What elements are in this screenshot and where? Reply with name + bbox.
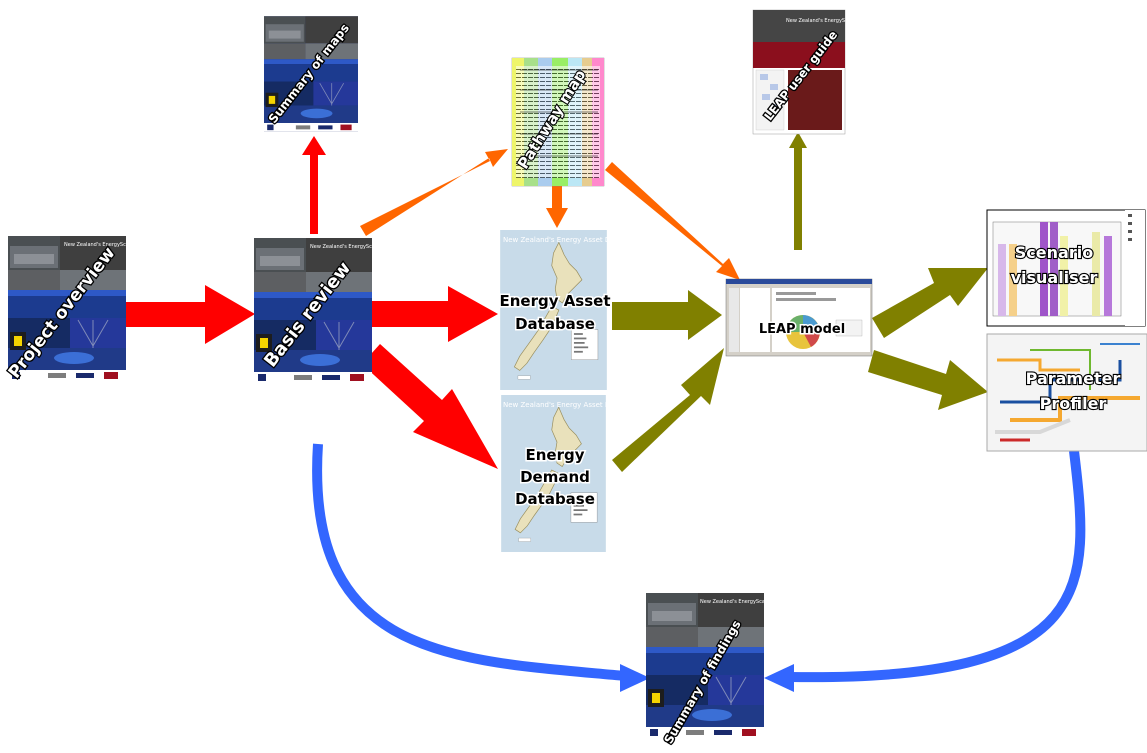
arrow-pathway-to-leap bbox=[605, 162, 740, 280]
scenario-visualiser-line1: Scenario bbox=[1015, 243, 1093, 262]
arrow-demand-db-to-leap bbox=[612, 348, 724, 472]
arrow-overview-to-review bbox=[125, 285, 255, 344]
cover-title: New Zealand's EnergyScape bbox=[64, 242, 135, 248]
energy-demand-database-line2: Demand bbox=[520, 468, 590, 486]
arrows-layer bbox=[125, 132, 1086, 692]
parameter-profiler-line1: Parameter bbox=[1026, 369, 1121, 388]
arrow-leap-to-scenario-visualiser bbox=[872, 268, 988, 338]
leap-model-label: LEAP model bbox=[759, 322, 845, 337]
node-project-overview: New Zealand's EnergyScape Project overvi… bbox=[3, 235, 135, 384]
node-basis-review: New Zealand's EnergyScape Basis review bbox=[254, 237, 381, 384]
arrow-review-to-demand-db bbox=[362, 344, 498, 469]
node-summary-of-maps: Summary of maps bbox=[264, 15, 358, 133]
energy-demand-database-line1: Energy bbox=[525, 446, 584, 464]
node-leap-model: LEAP model bbox=[725, 278, 873, 357]
arrow-leap-to-user-guide bbox=[789, 132, 807, 250]
node-summary-of-findings: New Zealand's EnergyScape Summary of fin… bbox=[646, 592, 771, 748]
cover-title: New Zealand's EnergyScape bbox=[310, 244, 381, 250]
arrow-pathway-to-asset-db bbox=[546, 185, 568, 228]
arrow-leap-to-parameter-profiler bbox=[868, 350, 988, 410]
arrow-review-to-pathway-map bbox=[360, 149, 508, 236]
node-parameter-profiler: Parameter Profiler bbox=[986, 333, 1147, 452]
energy-asset-database-line1: Energy Asset bbox=[499, 292, 610, 310]
node-leap-user-guide: New Zealand's EnergyScape LEAP user guid… bbox=[752, 9, 857, 135]
node-scenario-visualiser: Scenario visualiser bbox=[986, 209, 1146, 327]
arrow-profiler-to-summary-of-findings bbox=[789, 450, 1086, 683]
arrow-review-to-summary-of-findings bbox=[312, 443, 626, 681]
map-title: New Zealand's Energy Asset Database bbox=[503, 401, 638, 409]
arrow-review-to-summary-of-findings-head bbox=[620, 664, 650, 692]
cover-title: New Zealand's EnergyScape bbox=[786, 18, 857, 24]
arrow-asset-db-to-leap bbox=[612, 290, 722, 340]
cover-title: New Zealand's EnergyScape bbox=[700, 599, 771, 605]
energy-asset-database-line2: Database bbox=[515, 315, 595, 333]
node-energy-demand-database: New Zealand's Energy Asset Database Ener… bbox=[500, 395, 638, 552]
node-energy-asset-database: New Zealand's Energy Asset Database Ener… bbox=[498, 230, 638, 390]
arrow-profiler-to-summary-of-findings-head bbox=[764, 664, 794, 692]
arrow-review-to-asset-db bbox=[371, 286, 498, 342]
energy-demand-database-line3: Database bbox=[515, 490, 595, 508]
map-title: New Zealand's Energy Asset Database bbox=[503, 236, 638, 244]
parameter-profiler-line2: Profiler bbox=[1040, 394, 1107, 413]
scenario-visualiser-line2: visualiser bbox=[1011, 268, 1098, 287]
arrow-review-to-summary-of-maps bbox=[302, 136, 326, 234]
node-pathway-map: Pathway map bbox=[511, 57, 605, 187]
